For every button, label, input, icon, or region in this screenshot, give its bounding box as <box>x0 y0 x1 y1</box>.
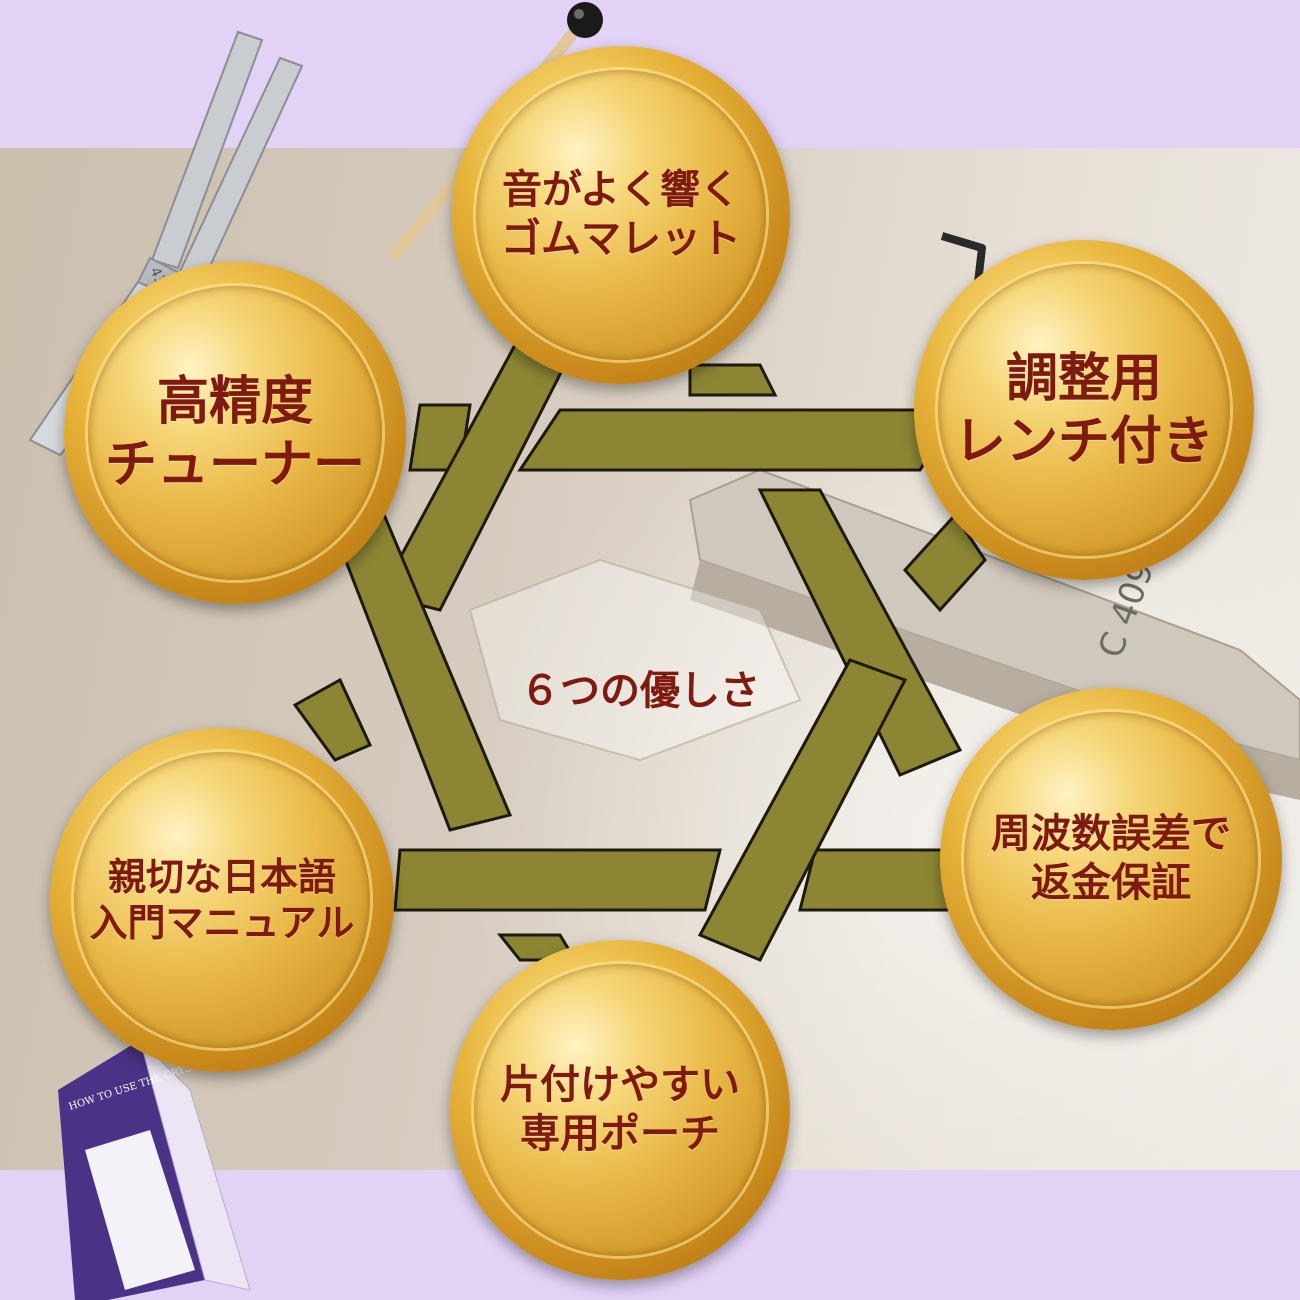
feature-medal-pouch: 片付けやすい 専用ポーチ <box>450 940 790 1280</box>
feature-medal-wrench: 調整用 レンチ付き <box>914 240 1254 580</box>
feature-label-manual: 親切な日本語 入門マニュアル <box>89 853 355 945</box>
feature-label-guarantee: 周波数誤差で 返金保証 <box>990 810 1231 906</box>
hexagram-band-right-lower <box>697 658 908 962</box>
feature-label-tuner: 高精度 チューナー <box>104 370 365 495</box>
manual-booklet-image: HOW TO USE THE CRYSTAL TUNER <box>58 1038 252 1300</box>
crystal-image <box>468 558 802 762</box>
hexagram-band-top-right <box>688 363 778 397</box>
hexagram <box>292 343 987 962</box>
hexagram-band-top <box>517 408 963 472</box>
hexagram-band-lower-left <box>292 677 373 762</box>
feature-label-pouch: 片付けやすい 専用ポーチ <box>499 1061 740 1157</box>
feature-label-wrench: 調整用 レンチ付き <box>953 347 1214 472</box>
hexagram-band-left-up <box>377 343 578 612</box>
feature-medal-manual: 親切な日本語 入門マニュアル <box>50 728 394 1072</box>
feature-medal-guarantee: 周波数誤差で 返金保証 <box>940 688 1282 1030</box>
hexagram-band-right-upper <box>902 512 987 613</box>
feature-label-mallet: 音がよく響く ゴムマレット <box>500 166 741 262</box>
center-title: ６つの優しさ <box>520 667 760 714</box>
feature-medal-tuner: 高精度 チューナー <box>64 262 406 604</box>
hexagram-band-bottom <box>393 848 722 912</box>
feature-medal-mallet: 音がよく響く ゴムマレット <box>452 46 790 384</box>
